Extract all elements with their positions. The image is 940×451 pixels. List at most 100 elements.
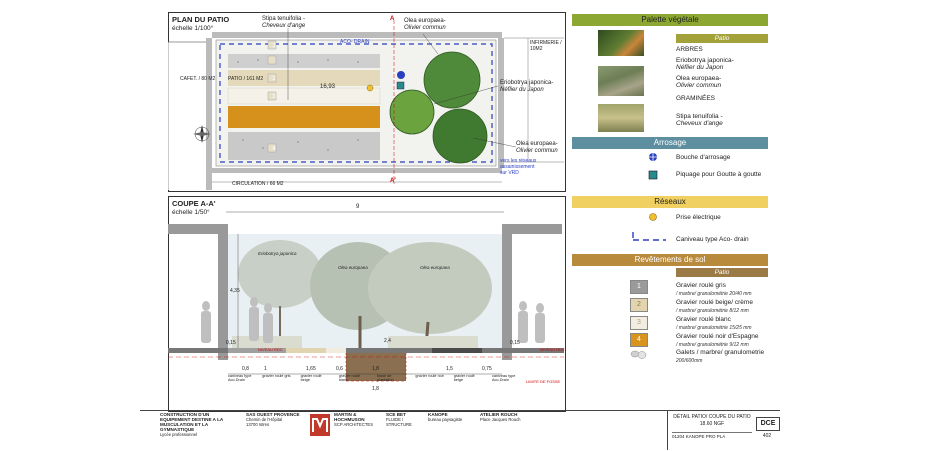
reseaux-header: Réseaux	[572, 196, 768, 208]
arrosage-header: Arrosage	[572, 137, 768, 149]
swatch-2: 2	[630, 298, 648, 312]
olea-tree-bottom	[432, 108, 488, 164]
ground-label: gravier roulé noir	[415, 374, 444, 378]
tb-bet-1: SCE BET	[386, 412, 406, 417]
dim-bottom-1: 0,8	[242, 366, 249, 372]
section-width-dim: 9	[356, 204, 360, 210]
aco-drain-outline	[219, 43, 493, 163]
tb-drawing-sub: 18.60 NGF	[699, 421, 725, 427]
legend-plant-2-name: Olea europaea-	[676, 75, 722, 82]
plan-scale: échelle 1/100°	[172, 25, 214, 32]
band-1-grey	[228, 54, 380, 68]
wall-left	[218, 224, 228, 360]
slab-right	[502, 224, 562, 234]
tb-rouch-1: ATELIER ROUCH	[480, 412, 518, 417]
revet-5: Galets / marbre/ granulometrie 200/600mm	[676, 349, 764, 365]
drip-icon	[648, 170, 658, 180]
revet-3: Gravier roulé blanc / marbre/ granulométr…	[676, 316, 752, 332]
room-infirmerie: INFIRMERIE / 10M2	[530, 40, 562, 52]
callout-olea-bot-2: Olivier commun	[516, 148, 558, 154]
network-note-2: assainissement	[500, 164, 535, 170]
palette-subheader: Patio	[676, 34, 768, 43]
dim-bottom-6: 1,5	[446, 366, 453, 372]
room-patio: PATIO / 161 M2	[228, 76, 264, 82]
tb-kanope: KANOPE bureau paysagiste	[428, 412, 472, 450]
tb-architect: MARTIN & HOCHMUSON SCP ARCHITECTES	[334, 412, 384, 450]
section-scale: échelle 1/50°	[172, 209, 210, 216]
stipa-dots	[237, 59, 359, 151]
level-left: 0,15	[226, 340, 236, 346]
legend-plant-1-common: Néflier du Japon	[676, 64, 724, 71]
network-note-1: vers les réseaux	[500, 158, 537, 164]
wall-right	[502, 224, 512, 360]
red-bottom: LIMITE DE FOSSE	[526, 379, 561, 384]
revet-1: Gravier roulé gris / marbre/ granulométri…	[676, 282, 752, 298]
callout-olea-bot-1: Olea europaea-	[516, 141, 558, 147]
south-wall	[212, 168, 502, 173]
red-left: NIVEAU RDC	[258, 347, 283, 352]
legend-plant-3-common: Cheveux d'ange	[676, 120, 723, 127]
callout-eriob-1: Eriobotrya japonica-	[500, 80, 554, 86]
planting-pit	[346, 353, 406, 381]
dim-bottom-7: 0,75	[482, 366, 492, 372]
section-height-dim: 4,35	[230, 288, 240, 294]
plan-dimension: 16,93	[320, 84, 336, 90]
palette-header: Palette végétale	[572, 14, 768, 26]
revet-2: Gravier roulé beige/ crème/ marbre/ gran…	[676, 299, 753, 315]
tb-client-1: CONSTRUCTION D'UN EQUIPEMENT DESTINE A L…	[160, 412, 224, 422]
revet-3-name: Gravier roulé blanc	[676, 316, 731, 323]
tb-num: 402	[762, 433, 772, 439]
north-wall	[212, 32, 502, 38]
plan-title: PLAN DU PATIO	[172, 15, 230, 24]
tb-kanope-2: bureau paysagiste	[428, 417, 463, 422]
revet-1-spec: / marbre/ granulométrie 20/40 mm	[676, 291, 752, 297]
photo-stipa	[598, 104, 644, 132]
depth-dim: 1,8	[372, 386, 379, 392]
dim-bottom-5: 1,8	[372, 366, 379, 372]
tb-client-2: MUSCULATION ET LA GYMNASTIQUE	[160, 422, 208, 432]
west-wall	[206, 38, 212, 190]
revet-3-spec: / marbre/ granulométrie 15/25 mm	[676, 325, 752, 331]
tb-ref: 01204 KANOPE PRO PLA	[672, 432, 752, 439]
tb-client: CONSTRUCTION D'UN EQUIPEMENT DESTINE A L…	[160, 412, 240, 450]
level-right: 0,15	[510, 340, 520, 346]
drip-marker	[396, 81, 405, 90]
callout-eriob-2: Néflier du Japon	[500, 87, 544, 93]
band-tag-1: 1	[272, 43, 276, 49]
mid-dim: 2,4	[384, 338, 391, 344]
east-wall	[498, 38, 504, 168]
revet-5-spec: 200/600mm	[676, 358, 703, 364]
revet-1-name: Gravier roulé gris	[676, 282, 726, 289]
ground-label: gravier roulé blanc	[338, 374, 360, 382]
ground-label: caniveau type Aco-Drain	[491, 374, 516, 382]
drain-icon	[632, 232, 666, 241]
band-tag-2: 2	[272, 76, 276, 82]
tb-bet: SCE BET FLUIDE / STRUCTURE	[386, 412, 426, 450]
eriobotrya-tree	[389, 89, 435, 135]
tree-label-1: Eriobotrya japonica	[258, 251, 297, 256]
band-tags	[267, 40, 277, 153]
band-tag-3: 3	[272, 94, 276, 100]
legend-arrosage-1: Bouche d'arrosage	[676, 154, 731, 161]
tb-rouch-2: Place Jacques Rouch	[480, 417, 521, 422]
ground-slab	[168, 348, 564, 353]
tb-rouch: ATELIER ROUCH Place Jacques Rouch	[480, 412, 530, 450]
pebbles-icon	[630, 350, 647, 359]
red-right: NIVEAU RDC	[540, 347, 565, 352]
tb-divider	[667, 410, 668, 450]
tb-bet-2: FLUIDE / STRUCTURE	[386, 417, 412, 427]
drain-label: ACO- DRAIN	[340, 39, 370, 45]
legend-reseaux-1: Prise électrique	[676, 214, 721, 221]
dim-bottom-2: 1	[264, 366, 267, 372]
tb-drawing-title: DÉTAIL PATIO/ COUPE DU PATIO	[673, 414, 751, 420]
band-5-grey	[228, 132, 380, 160]
legend-plant-2-common: Olivier commun	[676, 82, 722, 89]
north-arrow-icon	[193, 125, 211, 143]
tb-moa-2: Chemin de l'Hôpital	[246, 417, 283, 422]
people-right	[518, 301, 545, 343]
architect-logo-icon	[310, 414, 330, 436]
tb-moa: SAS OUEST PROVENCE Chemin de l'Hôpital 1…	[246, 412, 304, 450]
revet-2-name: Gravier roulé beige/ crème	[676, 299, 753, 306]
revet-5-name: Galets / marbre/ granulometrie	[676, 349, 765, 356]
